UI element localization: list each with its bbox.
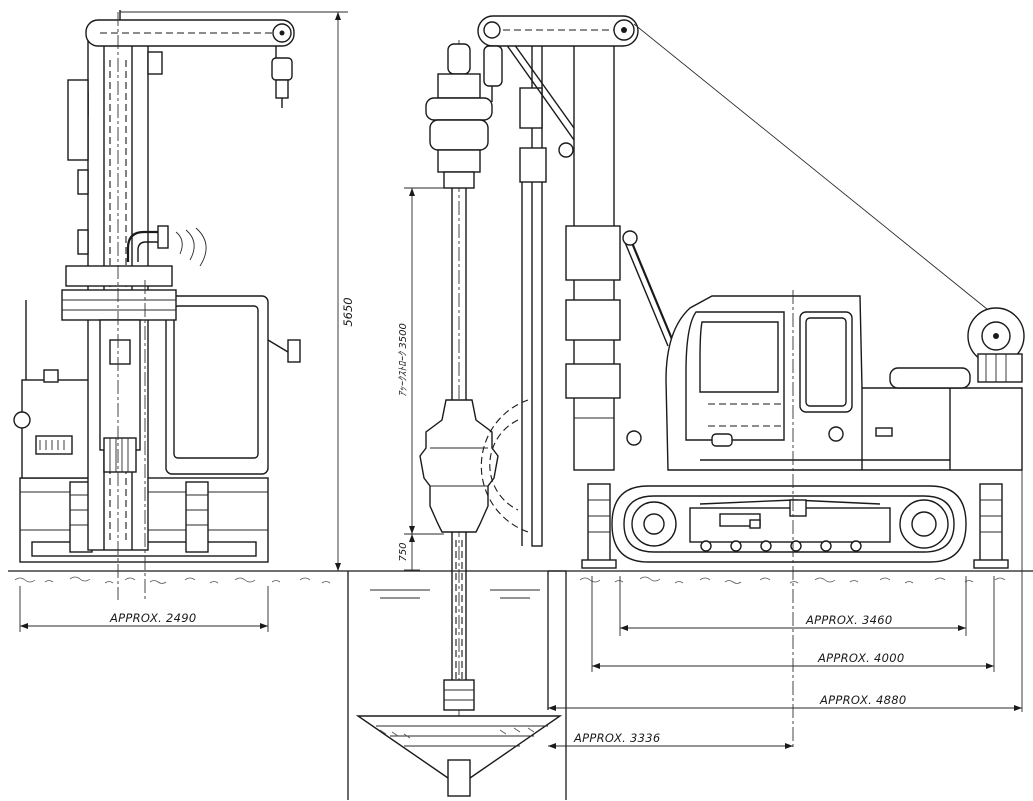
ground-lines (8, 570, 1033, 800)
total-height-label: 5650 (341, 297, 355, 326)
side-length-1-label: APPROX. 4000 (817, 651, 905, 665)
swing-radius-label: APPROX. 3336 (573, 731, 661, 745)
pile-bottom-label: 750 (398, 542, 409, 561)
pile-range-label: ｱｯｰｸｽﾄﾛｰｸ 3500 (398, 323, 409, 397)
track-length-label: APPROX. 3460 (805, 613, 893, 627)
side-view: ｱｯｰｸｽﾄﾛｰｸ 3500 750 (355, 15, 1025, 797)
side-length-2-label: APPROX. 4880 (819, 693, 907, 707)
front-view: 5650 APPROX. 2490 (13, 10, 355, 632)
front-width-label: APPROX. 2490 (109, 611, 197, 625)
